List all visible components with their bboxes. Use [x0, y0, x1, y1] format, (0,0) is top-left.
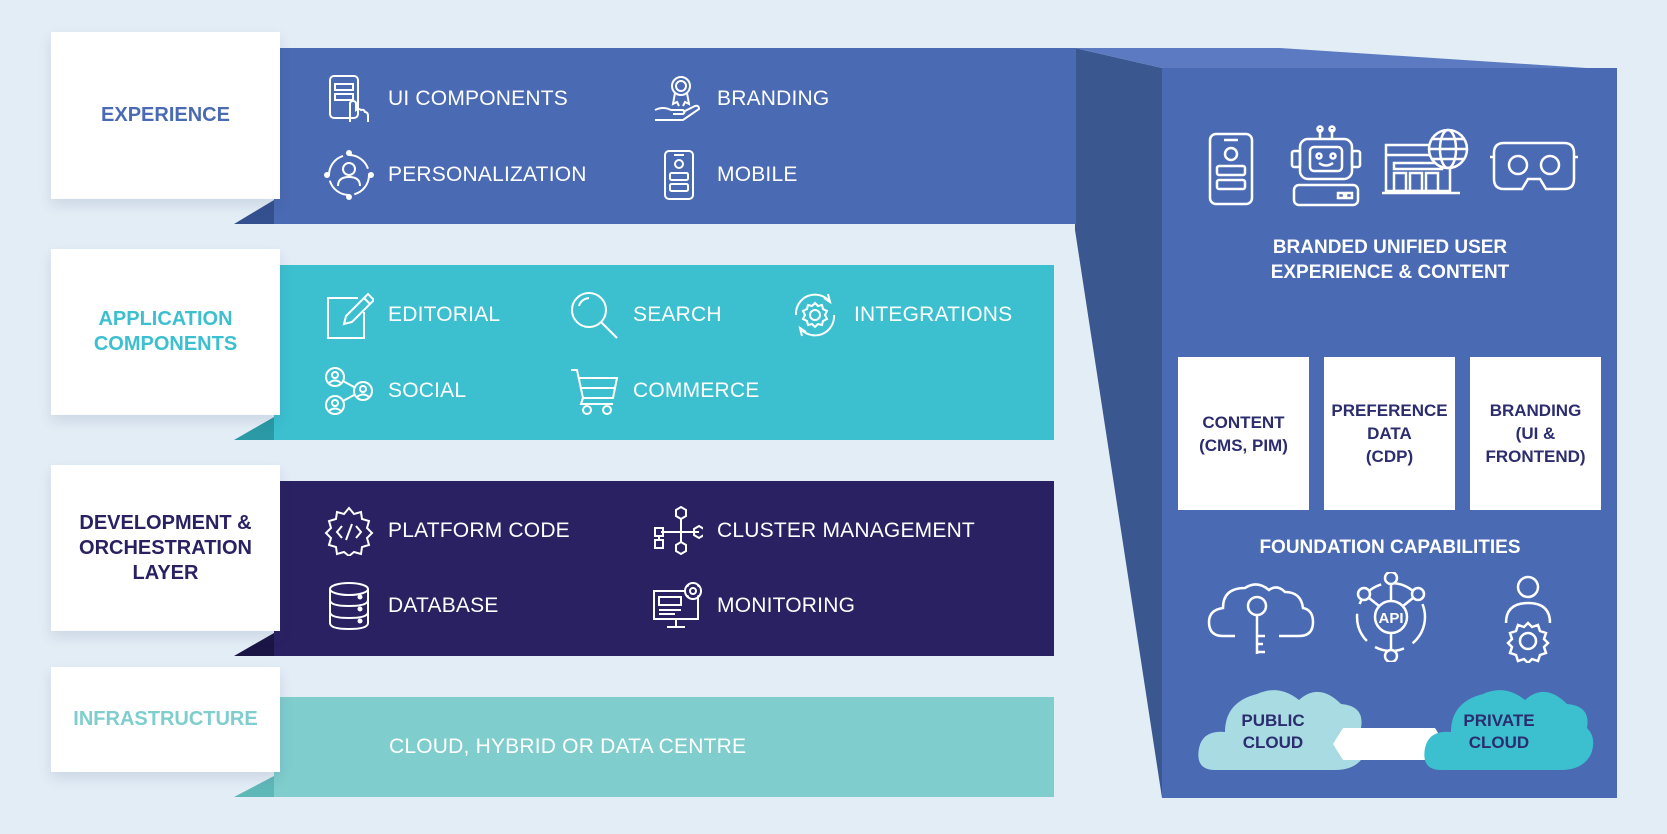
connector-bar — [1333, 728, 1445, 760]
database-label: DATABASE — [388, 594, 499, 617]
social-icon — [325, 367, 373, 415]
commerce-item: COMMERCE — [567, 364, 759, 418]
content-card: CONTENT (CMS, PIM) — [1178, 357, 1309, 510]
monitoring-item: MONITORING — [651, 579, 855, 633]
web-globe-icon — [1382, 128, 1469, 195]
cloud-key-icon — [1207, 583, 1315, 654]
infrastructure-label: INFRASTRUCTURE — [73, 708, 258, 730]
experience-fold — [234, 200, 274, 224]
commerce-label: COMMERCE — [633, 379, 760, 402]
cluster-icon — [654, 506, 703, 556]
mobile-item: MOBILE — [651, 148, 798, 202]
infrastructure-label-card: INFRASTRUCTURE — [51, 667, 280, 772]
vr-headset-icon — [1490, 141, 1578, 191]
monitoring-icon — [653, 582, 702, 628]
branding-label: BRANDING — [717, 87, 830, 110]
private-cloud-shape — [1424, 690, 1594, 770]
social-item: SOCIAL — [322, 364, 466, 418]
panel-headline: BRANDED UNIFIED USER EXPERIENCE & CONTEN… — [1270, 237, 1510, 283]
ui-components-label: UI COMPONENTS — [388, 87, 568, 110]
integrations-label: INTEGRATIONS — [854, 303, 1013, 326]
personalization-icon — [324, 150, 374, 200]
cluster-management-item: CLUSTER MANAGEMENT — [651, 504, 975, 558]
personalization-item: PERSONALIZATION — [322, 148, 587, 202]
infrastructure-fold — [234, 776, 274, 797]
experience-band — [234, 48, 1076, 224]
cloud-hybrid-label: CLOUD, HYBRID OR DATA CENTRE — [389, 735, 747, 758]
development-fold — [234, 633, 274, 656]
search-item: SEARCH — [567, 288, 722, 342]
panel-side-wall — [1075, 48, 1162, 798]
database-item: DATABASE — [322, 579, 499, 633]
integrations-icon — [794, 293, 836, 337]
platform-code-item: PLATFORM CODE — [322, 504, 570, 558]
foundation-title: FOUNDATION CAPABILITIES — [1259, 537, 1521, 558]
cart-icon — [571, 369, 619, 415]
public-cloud-label: PUBLIC CLOUD — [1241, 711, 1305, 752]
development-label: DEVELOPMENT & ORCHESTRATION LAYER — [79, 511, 252, 584]
branding-item: BRANDING — [651, 72, 829, 126]
experience-label-card: EXPERIENCE — [51, 32, 280, 199]
infrastructure-band — [234, 697, 1054, 797]
application-fold — [234, 417, 274, 440]
search-icon — [571, 292, 618, 339]
branding-award-icon — [654, 76, 701, 121]
application-label: APPLICATION COMPONENTS — [93, 308, 238, 355]
platform-code-icon — [324, 506, 374, 556]
database-icon — [329, 582, 369, 631]
mobile-label: MOBILE — [717, 163, 798, 186]
phone-icon — [1208, 132, 1254, 206]
personalization-label: PERSONALIZATION — [388, 163, 587, 186]
preference-data-card: PREFERENCE DATA (CDP) — [1324, 357, 1455, 510]
private-cloud-label: PRIVATE CLOUD — [1463, 711, 1535, 752]
mobile-icon — [664, 150, 694, 200]
monitoring-label: MONITORING — [717, 594, 856, 617]
integrations-item: INTEGRATIONS — [788, 288, 1012, 342]
experience-label: EXPERIENCE — [101, 104, 230, 126]
platform-code-label: PLATFORM CODE — [388, 519, 570, 542]
editorial-icon — [327, 292, 374, 339]
cloud-hybrid-item: CLOUD, HYBRID OR DATA CENTRE — [389, 735, 746, 759]
ui-components-item: UI COMPONENTS — [322, 72, 568, 126]
svg-text:API: API — [1378, 610, 1403, 627]
development-label-card: DEVELOPMENT & ORCHESTRATION LAYER — [51, 465, 280, 631]
editorial-item: EDITORIAL — [322, 288, 500, 342]
application-label-card: APPLICATION COMPONENTS — [51, 249, 280, 415]
application-band — [234, 265, 1054, 440]
public-cloud-shape — [1198, 690, 1368, 770]
cluster-management-label: CLUSTER MANAGEMENT — [717, 519, 975, 542]
development-band — [234, 481, 1054, 656]
search-label: SEARCH — [633, 303, 722, 326]
user-gear-icon — [1504, 575, 1552, 663]
branding-card: BRANDING (UI & FRONTEND) — [1470, 357, 1601, 510]
panel-top-face — [1075, 48, 1617, 70]
robot-icon — [1290, 125, 1362, 207]
ui-components-icon — [329, 75, 369, 122]
editorial-label: EDITORIAL — [388, 303, 501, 326]
api-cycle-icon: API — [1355, 572, 1427, 662]
cloud-connection — [1198, 690, 1594, 770]
panel-top-icons — [1190, 125, 1600, 210]
social-label: SOCIAL — [388, 379, 467, 402]
